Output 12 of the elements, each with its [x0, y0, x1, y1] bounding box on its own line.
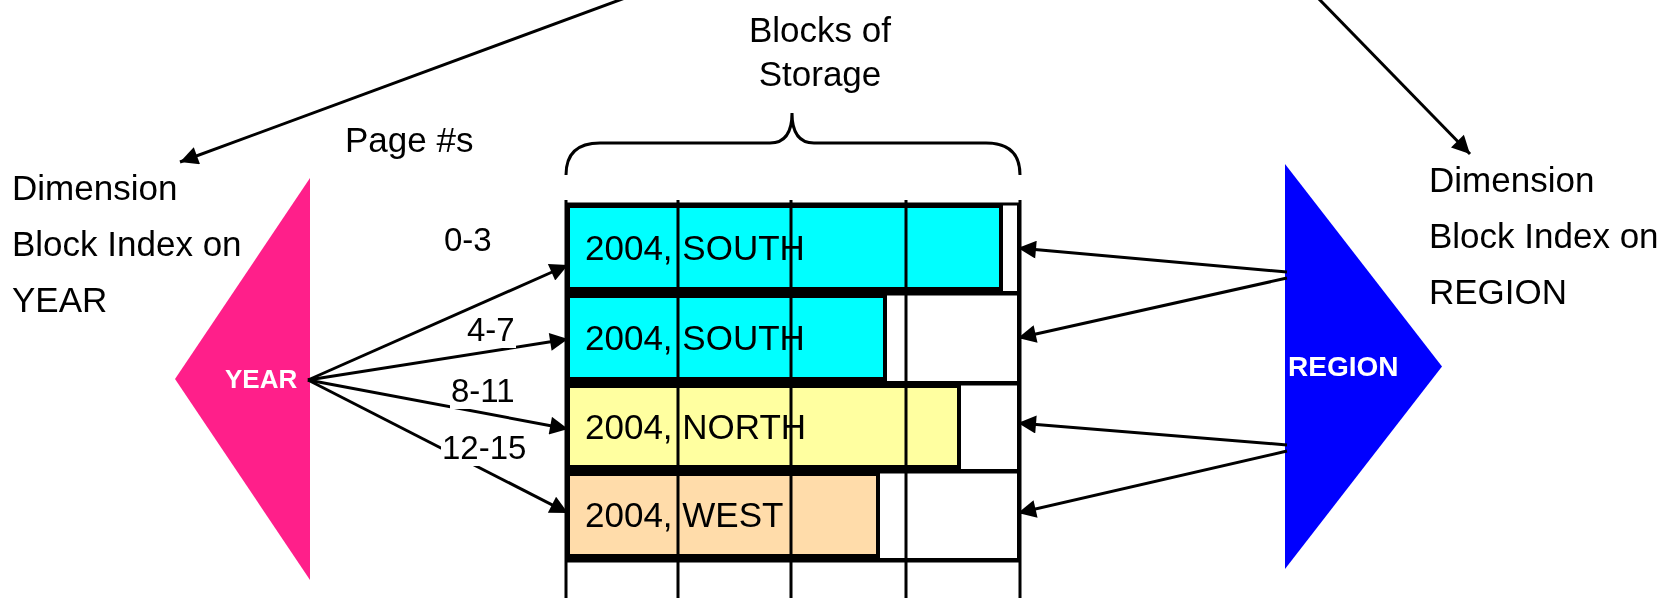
index-label: REGION	[1288, 350, 1399, 383]
arrow	[179, 0, 626, 165]
storage-row	[566, 384, 1020, 472]
index-label: YEAR	[225, 363, 298, 395]
arrow	[1316, 0, 1472, 156]
text-label: Dimension Block Index on YEAR	[12, 160, 262, 330]
text-label: Dimension Block Index on REGION	[1429, 152, 1660, 322]
text-label: Page #s	[345, 119, 474, 161]
block-label: 2004, WEST	[585, 495, 784, 535]
storage-row	[566, 294, 1020, 384]
storage-row	[566, 472, 1020, 561]
text-label: Blocks of Storage	[748, 9, 892, 95]
